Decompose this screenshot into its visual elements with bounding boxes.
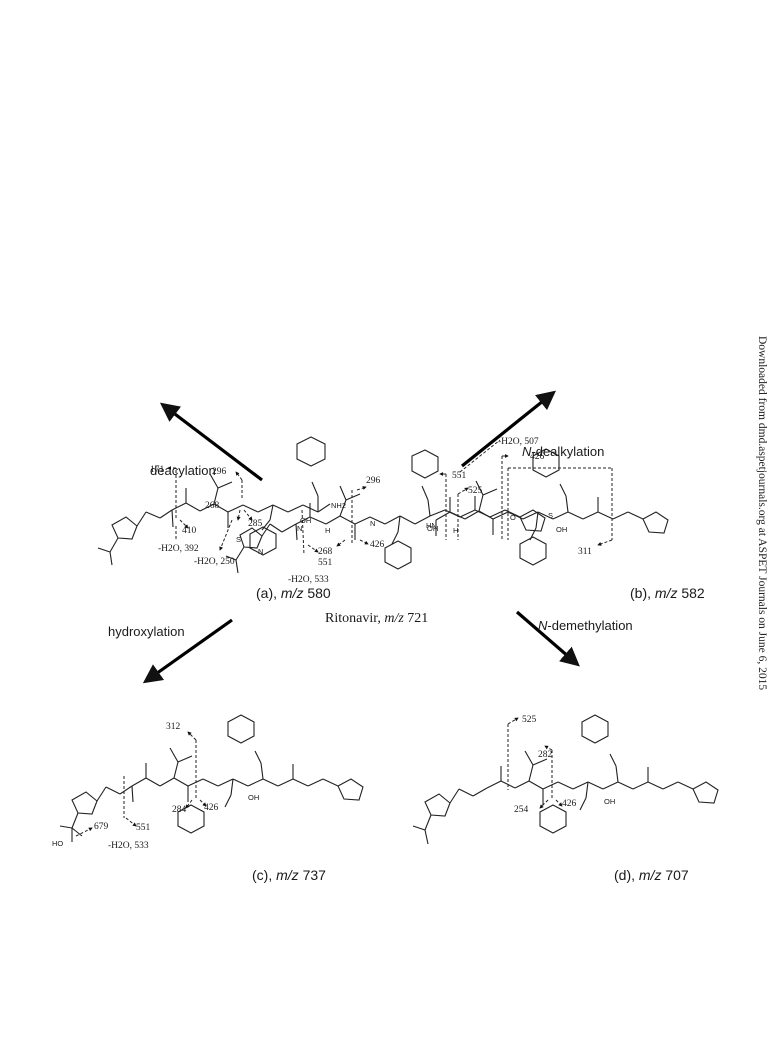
- atom-oh: OH: [248, 793, 259, 802]
- label-n-dealkylation: N-dealkylation: [522, 444, 604, 459]
- label-deacylation: deacylation: [150, 463, 216, 478]
- frag-426: 426: [204, 803, 219, 813]
- svg-text:S: S: [548, 511, 553, 520]
- panel-d-label: (d), m/z 707: [614, 867, 689, 883]
- frag-250: -H2O, 250: [194, 557, 235, 567]
- fragments-c: 312 679 284 426 551 -H2O, 533: [94, 722, 219, 851]
- arrow-deacylation: [159, 402, 263, 482]
- frag-254: 254: [514, 805, 529, 815]
- arrow-n-dealkylation: [460, 390, 556, 468]
- frag-426: 426: [562, 799, 577, 809]
- frag-312: 312: [166, 722, 181, 732]
- frag-507: -H2O, 507: [498, 437, 539, 447]
- svg-text:H: H: [453, 526, 458, 535]
- atom-oh: OH: [604, 797, 615, 806]
- arrow-n-demethylation: [515, 610, 580, 667]
- ritonavir-fragments: 296 268 426 551 -H2O, 533: [288, 476, 385, 585]
- frag-679: 679: [94, 822, 109, 832]
- frag-533: -H2O, 533: [288, 575, 329, 585]
- frag-551: 551: [318, 558, 333, 568]
- frag-285: 285: [248, 519, 263, 529]
- svg-text:N: N: [258, 547, 263, 556]
- panel-a-label: (a), m/z 580: [256, 585, 331, 601]
- watermark-text: Downloaded from dmd.aspetjournals.org at…: [756, 336, 768, 691]
- structure-b: HN OH: [426, 439, 669, 566]
- frag-551: 551: [136, 823, 151, 833]
- frag-525: 525: [522, 715, 537, 725]
- svg-text:OH: OH: [427, 524, 438, 533]
- frag-282: 282: [538, 750, 553, 760]
- frag-525: 525: [468, 486, 483, 496]
- structure-c: HO OH: [52, 714, 364, 848]
- ritonavir-caption: Ritonavir, m/z 721: [325, 611, 428, 626]
- atom-oh: OH: [556, 525, 567, 534]
- svg-text:N: N: [370, 519, 375, 528]
- frag-284: 284: [172, 805, 187, 815]
- structure-d: OH: [412, 714, 719, 845]
- frag-268: 268: [318, 547, 333, 557]
- fragments-d: 525 282 426 254: [514, 715, 577, 815]
- frag-296: 296: [212, 467, 227, 477]
- panel-b-label: (b), m/z 582: [630, 585, 705, 601]
- atom-nh2: NH2: [331, 501, 346, 510]
- frag-392: -H2O, 392: [158, 544, 199, 554]
- atom-hn: HN: [426, 521, 437, 530]
- frag-171: 171: [150, 465, 165, 475]
- svg-text:H: H: [325, 526, 330, 535]
- label-hydroxylation: hydroxylation: [108, 624, 185, 639]
- frag-296: 296: [366, 476, 381, 486]
- frag-426: 426: [370, 540, 385, 550]
- arrow-hydroxylation: [142, 618, 233, 684]
- structure-a: NH2 OH: [97, 436, 346, 566]
- frag-551: 551: [452, 471, 467, 481]
- fragments-b: -H2O, 507 426 551 525 311: [452, 437, 592, 557]
- panel-c-label: (c), m/z 737: [252, 867, 326, 883]
- atom-oh: OH: [300, 516, 311, 525]
- frag-426: 426: [530, 452, 545, 462]
- frag-410: 410: [182, 526, 197, 536]
- ritonavir-structure: OH H N H N O S S N: [225, 449, 553, 574]
- atom-ho: HO: [52, 839, 63, 848]
- svg-text:O: O: [510, 513, 516, 522]
- frag-268: 268: [205, 501, 220, 511]
- download-watermark: Downloaded from dmd.aspetjournals.org at…: [752, 336, 772, 736]
- frag-533: -H2O, 533: [108, 841, 149, 851]
- svg-text:N: N: [297, 524, 302, 533]
- svg-text:S: S: [236, 535, 241, 544]
- fragments-a: 296 171 268 285 410 -H2O, 392 -H2O, 250: [150, 465, 263, 567]
- frag-311: 311: [578, 547, 592, 557]
- label-n-demethylation: N-demethylation: [538, 618, 633, 633]
